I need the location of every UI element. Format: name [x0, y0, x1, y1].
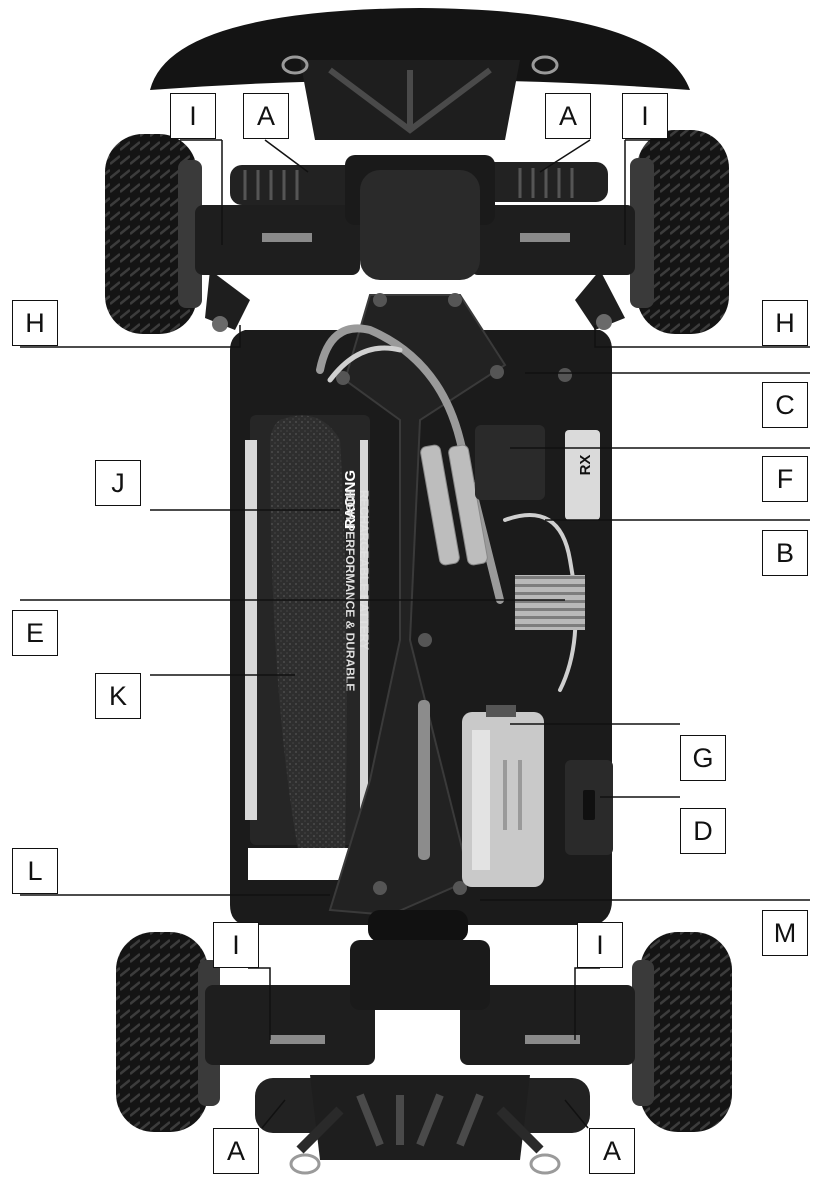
label-c: C	[762, 382, 808, 428]
receiver-text: RX	[577, 455, 594, 476]
label-a-front-right: A	[545, 93, 591, 139]
drive-shaft	[418, 700, 430, 860]
rear-left-tire	[116, 932, 220, 1132]
front-suspension	[195, 205, 635, 332]
front-bumper-mount	[300, 60, 520, 280]
label-m: M	[762, 910, 808, 956]
label-i-rear-right: I	[577, 922, 623, 968]
leader-lines	[20, 139, 810, 1129]
label-a-front-left: A	[243, 93, 289, 139]
rear-bumper-foam	[368, 910, 468, 942]
label-h-right: H	[762, 300, 808, 346]
rear-suspension	[205, 940, 635, 1065]
power-connectors	[420, 444, 488, 566]
front-right-tire	[630, 130, 729, 334]
front-left-tire	[105, 134, 202, 334]
label-l: L	[12, 848, 58, 894]
label-a-rear-right: A	[589, 1128, 635, 1174]
motor	[462, 705, 544, 887]
label-d: D	[680, 808, 726, 854]
battery-foam-pad	[270, 415, 347, 870]
receiver	[475, 425, 600, 520]
label-i-rear-left: I	[213, 922, 259, 968]
rear-right-tire	[632, 932, 732, 1132]
label-j: J	[95, 460, 141, 506]
battery-end-plate	[248, 848, 358, 880]
deck-screws	[336, 293, 572, 895]
label-h-left: H	[12, 300, 58, 346]
rear-bumper-mount	[296, 1075, 544, 1160]
label-g: G	[680, 735, 726, 781]
label-e: E	[12, 610, 58, 656]
label-a-rear-left: A	[213, 1128, 259, 1174]
battery-brand-text: RACING	[342, 470, 359, 529]
label-i-front-left: I	[170, 93, 216, 139]
label-f: F	[762, 456, 808, 502]
label-i-front-right: I	[622, 93, 668, 139]
label-b: B	[762, 530, 808, 576]
esc-heatsink	[515, 575, 585, 630]
label-k: K	[95, 673, 141, 719]
front-shocks	[230, 162, 608, 205]
power-switch	[565, 760, 613, 855]
battery-line2-text: RECHARGEABLE BATTERY	[357, 490, 371, 650]
battery-line1-text: HIGH PERFORMANCE & DURABLE	[343, 490, 357, 691]
